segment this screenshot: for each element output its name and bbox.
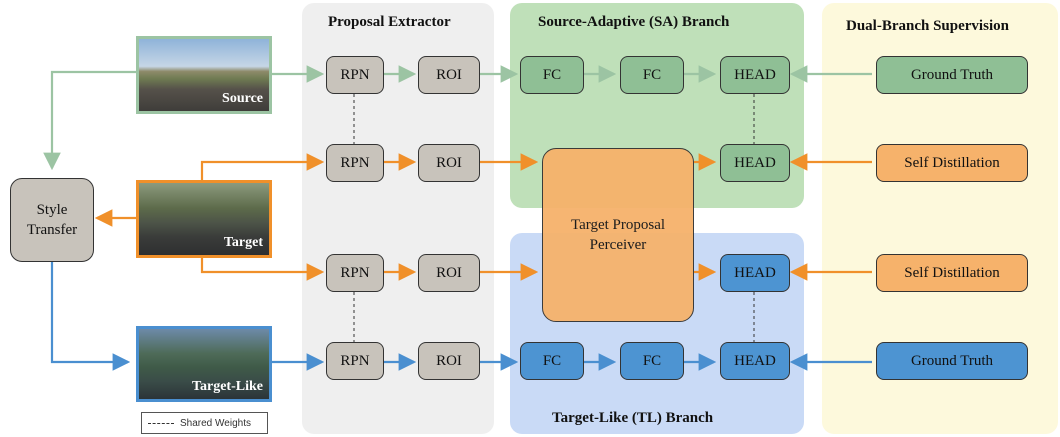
fc-label: FC bbox=[542, 66, 562, 83]
ground-truth-tl: Ground Truth bbox=[876, 342, 1028, 380]
fc-label: FC bbox=[642, 352, 662, 369]
target-image: Target bbox=[136, 180, 272, 258]
sa-branch-title: Source-Adaptive (SA) Branch bbox=[538, 14, 730, 30]
fc-sa-1: FC bbox=[520, 56, 584, 94]
head-sa-target: HEAD bbox=[720, 144, 790, 182]
rpn-target-bottom: RPN bbox=[326, 254, 384, 292]
supervision-title: Dual-Branch Supervision bbox=[846, 18, 1009, 34]
rpn-target-top: RPN bbox=[326, 144, 384, 182]
rpn-source: RPN bbox=[326, 56, 384, 94]
tl-branch-title: Target-Like (TL) Branch bbox=[552, 410, 714, 426]
target-proposal-perceiver: Target Proposal Perceiver bbox=[542, 148, 694, 322]
roi-label: ROI bbox=[436, 352, 462, 369]
legend-label: Shared Weights bbox=[180, 417, 251, 429]
head-tl-target: HEAD bbox=[720, 254, 790, 292]
self-distillation-label: Self Distillation bbox=[904, 264, 1000, 281]
head-label: HEAD bbox=[734, 154, 776, 171]
target-like-label: Target-Like bbox=[191, 379, 263, 394]
source-image: Source bbox=[136, 36, 272, 114]
self-distillation-sa: Self Distillation bbox=[876, 144, 1028, 182]
legend: Shared Weights bbox=[141, 412, 268, 434]
source-label: Source bbox=[222, 91, 263, 106]
rpn-target-like: RPN bbox=[326, 342, 384, 380]
head-label: HEAD bbox=[734, 352, 776, 369]
perceiver-label: Target Proposal Perceiver bbox=[570, 217, 666, 253]
ground-truth-sa: Ground Truth bbox=[876, 56, 1028, 94]
fc-tl-2: FC bbox=[620, 342, 684, 380]
head-tl-target-like: HEAD bbox=[720, 342, 790, 380]
head-label: HEAD bbox=[734, 66, 776, 83]
fc-tl-1: FC bbox=[520, 342, 584, 380]
roi-label: ROI bbox=[436, 154, 462, 171]
head-label: HEAD bbox=[734, 264, 776, 281]
head-sa-source: HEAD bbox=[720, 56, 790, 94]
rpn-label: RPN bbox=[340, 66, 370, 83]
self-distillation-label: Self Distillation bbox=[904, 154, 1000, 171]
self-distillation-tl: Self Distillation bbox=[876, 254, 1028, 292]
roi-target-like: ROI bbox=[418, 342, 480, 380]
roi-label: ROI bbox=[436, 264, 462, 281]
ground-truth-label: Ground Truth bbox=[910, 352, 994, 369]
roi-target-top: ROI bbox=[418, 144, 480, 182]
rpn-label: RPN bbox=[340, 352, 370, 369]
roi-label: ROI bbox=[436, 66, 462, 83]
proposal-extractor-title: Proposal Extractor bbox=[328, 14, 451, 30]
fc-label: FC bbox=[542, 352, 562, 369]
roi-source: ROI bbox=[418, 56, 480, 94]
roi-target-bottom: ROI bbox=[418, 254, 480, 292]
target-like-image: Target-Like bbox=[136, 326, 272, 402]
fc-label: FC bbox=[642, 66, 662, 83]
rpn-label: RPN bbox=[340, 264, 370, 281]
style-transfer-label: Style Transfer bbox=[26, 202, 78, 238]
ground-truth-label: Ground Truth bbox=[910, 66, 994, 83]
style-transfer-box: Style Transfer bbox=[10, 178, 94, 262]
fc-sa-2: FC bbox=[620, 56, 684, 94]
rpn-label: RPN bbox=[340, 154, 370, 171]
target-label: Target bbox=[223, 235, 263, 250]
dashed-line-icon bbox=[148, 422, 174, 424]
